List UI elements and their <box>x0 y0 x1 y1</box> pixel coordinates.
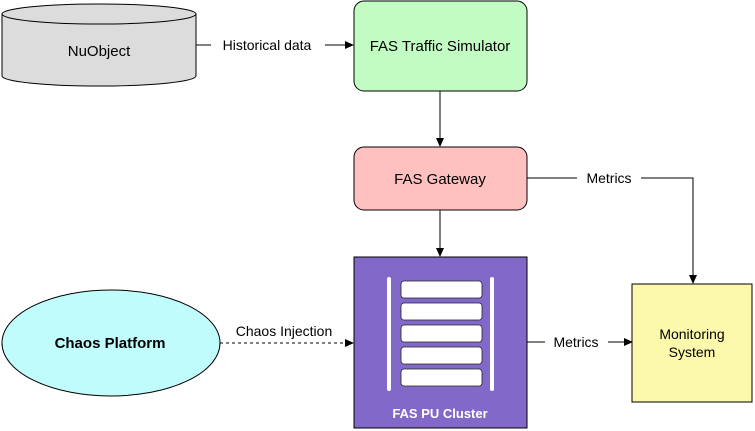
monitoring-label-line2: System <box>669 344 716 360</box>
edge-historical-data: Historical data <box>196 37 354 53</box>
traffic-simulator-label: FAS Traffic Simulator <box>370 38 511 55</box>
chaos-platform-node[interactable]: Chaos Platform <box>1 289 221 397</box>
nuobject-label: NuObject <box>68 43 131 60</box>
gateway-node[interactable]: FAS Gateway <box>353 146 528 211</box>
chaos-platform-label: Chaos Platform <box>55 335 166 352</box>
edge-cluster-metrics: Metrics <box>527 334 633 350</box>
pu-cluster-node[interactable]: FAS PU Cluster <box>353 256 528 429</box>
server-rack-icon <box>387 277 494 391</box>
edge-label-gateway-metrics: Metrics <box>586 170 631 186</box>
traffic-simulator-node[interactable]: FAS Traffic Simulator <box>353 0 528 92</box>
edge-label-chaos-injection: Chaos Injection <box>236 323 333 339</box>
pu-cluster-label: FAS PU Cluster <box>392 406 487 421</box>
monitoring-label-line1: Monitoring <box>659 326 724 342</box>
edge-chaos-injection: Chaos Injection <box>220 323 354 347</box>
edge-gateway-metrics: Metrics <box>527 170 697 284</box>
edge-label-historical-data: Historical data <box>223 37 312 53</box>
monitoring-system-node[interactable]: Monitoring System <box>631 283 753 403</box>
gateway-label: FAS Gateway <box>394 171 486 188</box>
nuobject-node[interactable]: NuObject <box>1 3 197 87</box>
edge-label-cluster-metrics: Metrics <box>553 334 598 350</box>
